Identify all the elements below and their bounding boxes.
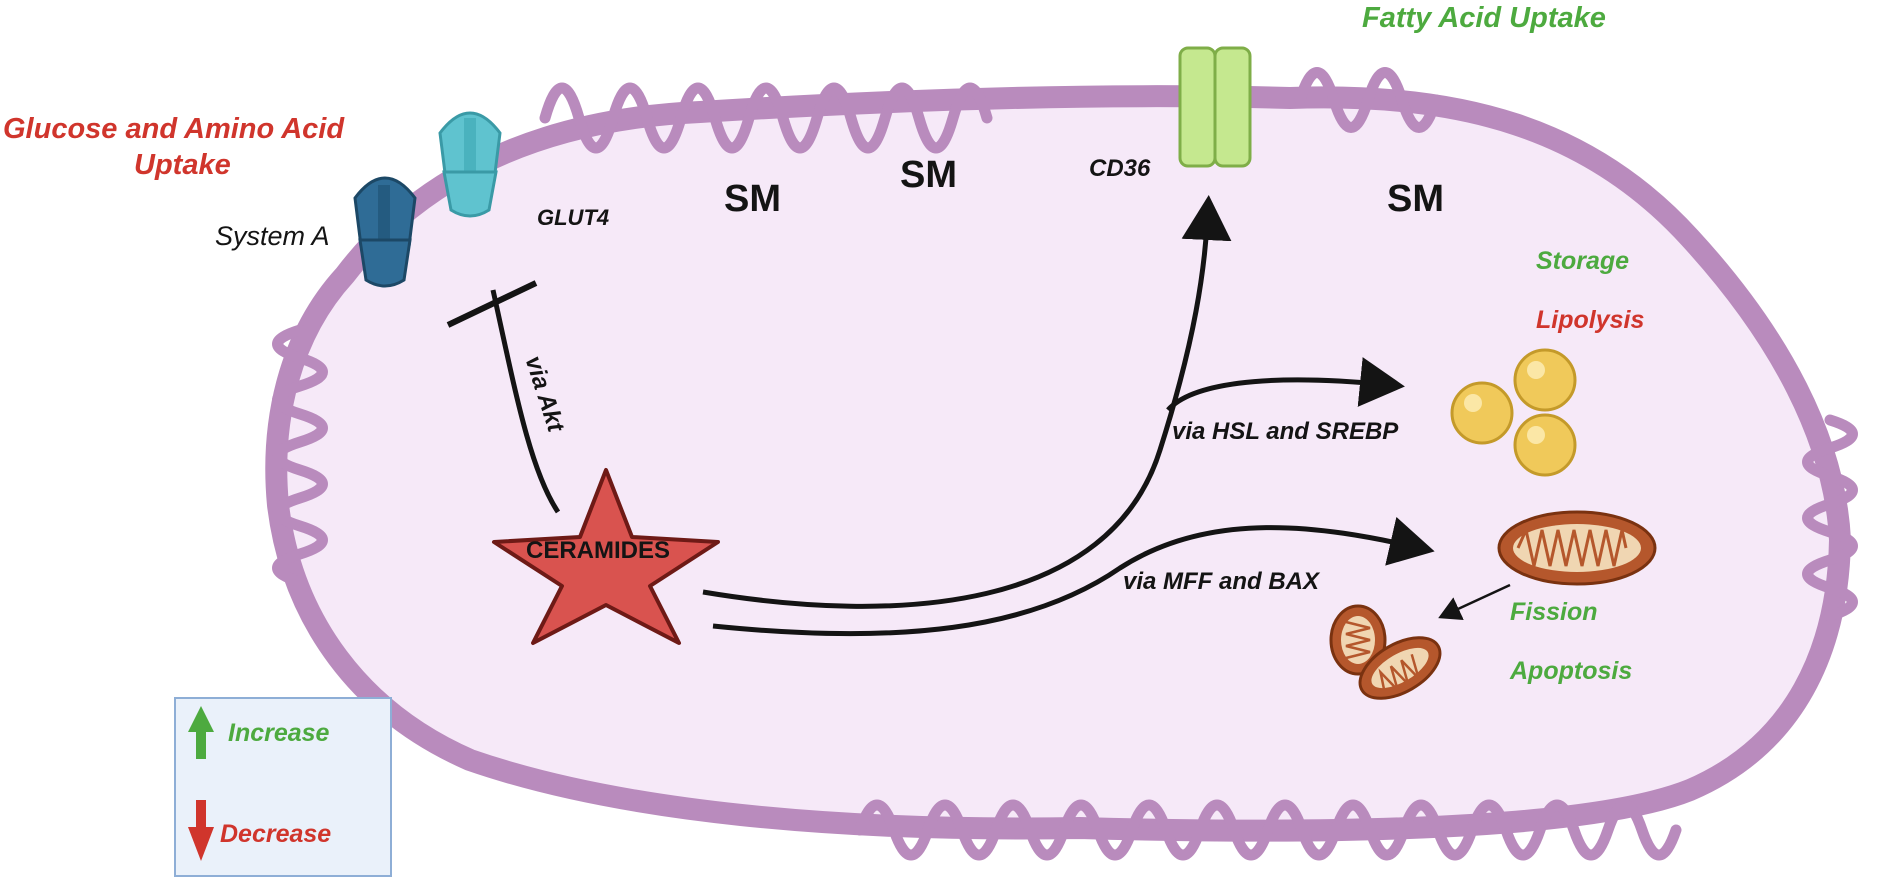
fission-arrow xyxy=(1438,583,1511,621)
glucose-amino-uptake-label-line1: Glucose and Amino Acid xyxy=(3,113,345,145)
arrow-to-lipid-droplets xyxy=(1166,357,1405,412)
cell-membrane xyxy=(265,85,1851,842)
glucose-amino-uptake-label-line2: Uptake xyxy=(134,149,231,181)
arrow-to-mitochondria xyxy=(712,516,1435,637)
storage-label: Storage xyxy=(1536,247,1630,275)
cd36-label: CD36 xyxy=(1089,155,1151,182)
inhibition-arrow-via-akt xyxy=(446,280,561,514)
legend-decrease-label: Decrease xyxy=(220,820,332,848)
via-mff-bax-label: via MFF and BAX xyxy=(1123,568,1320,595)
sm-label-2: SM xyxy=(900,154,957,196)
legend-increase-label: Increase xyxy=(228,719,330,747)
ceramides-label: CERAMIDES xyxy=(526,537,671,564)
via-hsl-srebp-label: via HSL and SREBP xyxy=(1172,418,1399,445)
lipolysis-label: Lipolysis xyxy=(1536,306,1645,334)
glut4-transporter-icon xyxy=(438,111,502,218)
glut4-label: GLUT4 xyxy=(537,205,610,230)
apoptosis-label: Apoptosis xyxy=(1510,657,1633,685)
membrane-folds-left xyxy=(272,324,328,588)
system-a-transporter-icon xyxy=(353,176,417,288)
cd36-transporter-icon xyxy=(1178,46,1252,168)
fragmented-mitochondria-icon xyxy=(1329,604,1442,700)
ceramide-star-icon xyxy=(492,468,720,645)
arrow-to-cd36 xyxy=(702,195,1232,609)
mitochondrion-icon xyxy=(1497,510,1657,586)
fission-label: Fission xyxy=(1510,598,1598,626)
lipid-droplet-icon xyxy=(1450,348,1577,477)
sm-label-1: SM xyxy=(724,178,781,220)
membrane-folds-right xyxy=(1802,414,1858,622)
system-a-label: System A xyxy=(215,221,330,251)
fatty-acid-uptake-label: Fatty Acid Uptake xyxy=(1362,2,1606,34)
membrane-folds-top xyxy=(539,67,1442,154)
sm-label-3: SM xyxy=(1387,178,1444,220)
membrane-folds-bottom xyxy=(854,799,1682,861)
